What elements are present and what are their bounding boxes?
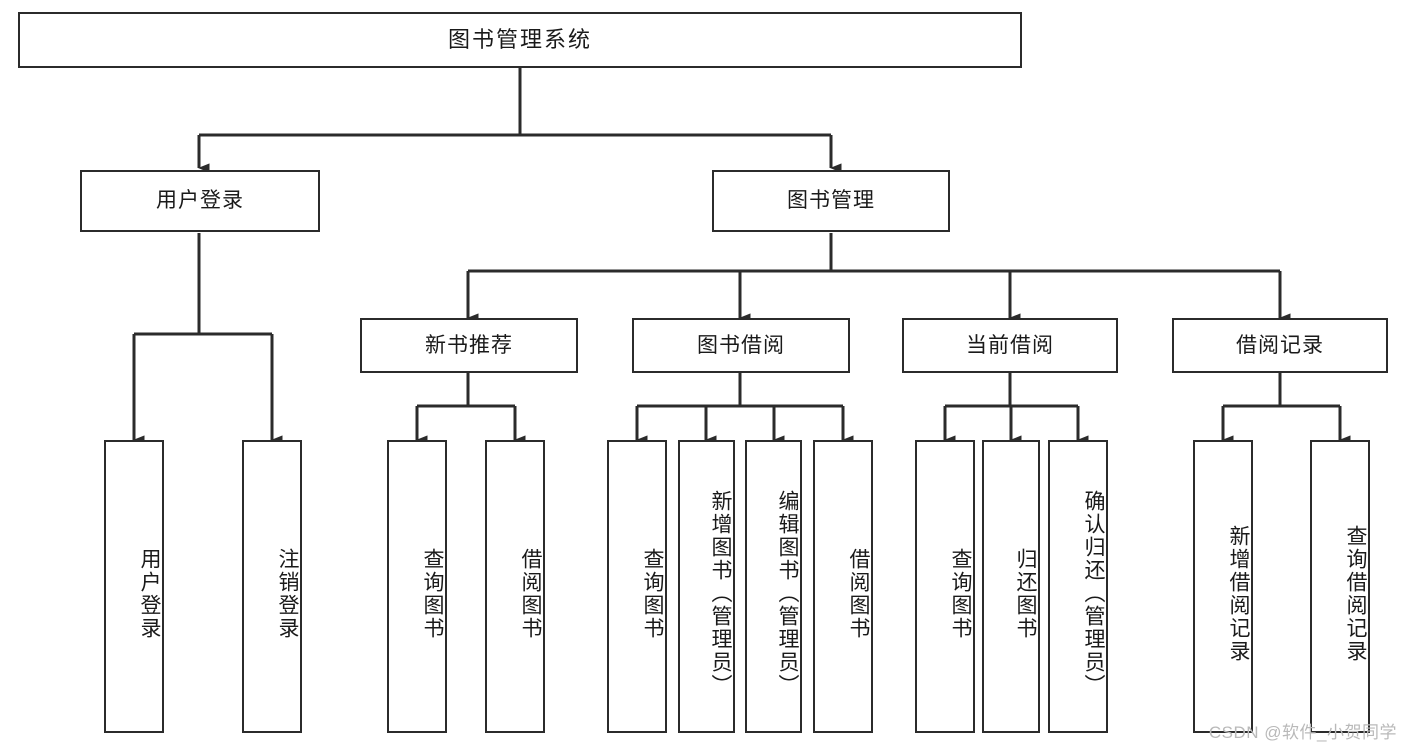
- node-book-manage[interactable]: 图书管理: [712, 170, 950, 232]
- node-root-system[interactable]: 图书管理系统: [18, 12, 1022, 68]
- leaf-confirm-return-admin[interactable]: 确认归还（管理员）: [1048, 440, 1108, 733]
- node-label: 借阅图书: [519, 547, 542, 640]
- leaf-query-book-borrow[interactable]: 查询图书: [607, 440, 667, 733]
- leaf-return-book[interactable]: 归还图书: [982, 440, 1040, 733]
- leaf-add-borrow-record[interactable]: 新增借阅记录: [1193, 440, 1253, 733]
- node-current-borrow[interactable]: 当前借阅: [902, 318, 1118, 373]
- node-label: 当前借阅: [966, 333, 1054, 357]
- node-label: 查询图书: [641, 547, 664, 640]
- node-label: 注销登录: [276, 547, 299, 640]
- leaf-logout[interactable]: 注销登录: [242, 440, 302, 733]
- node-borrow-record[interactable]: 借阅记录: [1172, 318, 1388, 373]
- node-new-book-recommendation[interactable]: 新书推荐: [360, 318, 578, 373]
- node-label: 查询图书: [421, 547, 444, 640]
- node-label: 确认归还（管理员）: [1082, 490, 1105, 697]
- node-label: 新增借阅记录: [1227, 524, 1250, 663]
- leaf-user-login[interactable]: 用户登录: [104, 440, 164, 733]
- node-label: 编辑图书（管理员）: [776, 490, 799, 697]
- node-label: 图书管理系统: [447, 26, 592, 52]
- node-label: 借阅图书: [847, 547, 870, 640]
- leaf-add-book-admin[interactable]: 新增图书（管理员）: [678, 440, 735, 733]
- node-label: 图书管理: [787, 189, 875, 213]
- node-label: 图书借阅: [697, 333, 785, 357]
- leaf-query-book-new[interactable]: 查询图书: [387, 440, 447, 733]
- leaf-borrow-book[interactable]: 借阅图书: [813, 440, 873, 733]
- leaf-query-borrow-record[interactable]: 查询借阅记录: [1310, 440, 1370, 733]
- node-user-login[interactable]: 用户登录: [80, 170, 320, 232]
- node-label: 借阅记录: [1236, 333, 1324, 357]
- node-book-borrow[interactable]: 图书借阅: [632, 318, 850, 373]
- node-label: 查询借阅记录: [1344, 524, 1367, 663]
- leaf-query-book-current[interactable]: 查询图书: [915, 440, 975, 733]
- node-label: 用户登录: [156, 189, 244, 213]
- node-label: 归还图书: [1014, 547, 1037, 640]
- leaf-borrow-book-new[interactable]: 借阅图书: [485, 440, 545, 733]
- leaf-edit-book-admin[interactable]: 编辑图书（管理员）: [745, 440, 802, 733]
- node-label: 新书推荐: [425, 333, 513, 357]
- node-label: 查询图书: [949, 547, 972, 640]
- node-label: 新增图书（管理员）: [709, 490, 732, 697]
- node-label: 用户登录: [138, 547, 161, 640]
